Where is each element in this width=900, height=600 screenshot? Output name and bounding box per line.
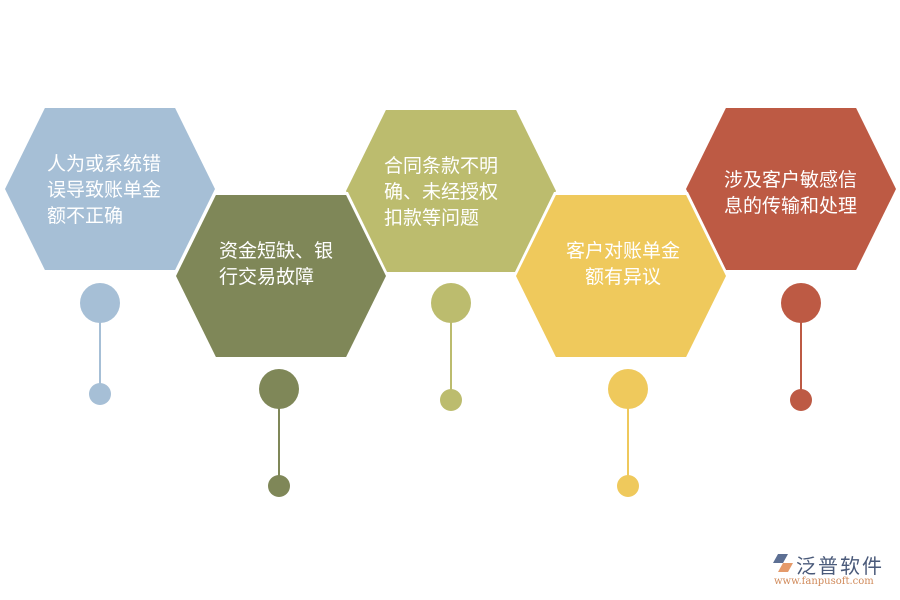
brand-logo: 泛普软件 www.fanpusoft.com xyxy=(770,550,895,594)
hexagon-label-3: 合同条款不明 确、未经授权 扣款等问题 xyxy=(384,155,499,229)
hexagon-label-2: 资金短缺、银 行交易故障 xyxy=(219,240,334,288)
hexagon-item-2 xyxy=(176,195,386,357)
hexagon-label-5: 涉及客户敏感信 息的传输和处理 xyxy=(724,169,858,217)
small-dot-2 xyxy=(268,475,290,497)
small-dot-3 xyxy=(440,389,462,411)
large-dot-3 xyxy=(431,283,471,323)
connector-line-2 xyxy=(278,388,280,486)
logo-url: www.fanpusoft.com xyxy=(774,576,874,587)
hexagon-item-5 xyxy=(686,108,896,270)
hexagon-item-1 xyxy=(5,108,215,270)
small-dot-1 xyxy=(89,383,111,405)
large-dot-4 xyxy=(608,369,648,409)
large-dot-1 xyxy=(80,283,120,323)
hexagon-item-4 xyxy=(516,195,726,357)
connector-line-1 xyxy=(99,300,101,392)
hexagon-item-3 xyxy=(346,110,556,272)
connector-line-3 xyxy=(450,302,452,400)
small-dot-5 xyxy=(790,389,812,411)
connector-line-5 xyxy=(800,302,802,400)
hexagon-label-4: 客户对账单金 额有异议 xyxy=(566,240,681,288)
large-dot-5 xyxy=(781,283,821,323)
small-dot-4 xyxy=(617,475,639,497)
connector-line-4 xyxy=(627,388,629,486)
logo-title: 泛普软件 xyxy=(796,554,884,578)
logo-mark-icon xyxy=(773,554,793,572)
hexagon-label-1: 人为或系统错 误导致账单金 额不正确 xyxy=(47,153,162,227)
large-dot-2 xyxy=(259,369,299,409)
